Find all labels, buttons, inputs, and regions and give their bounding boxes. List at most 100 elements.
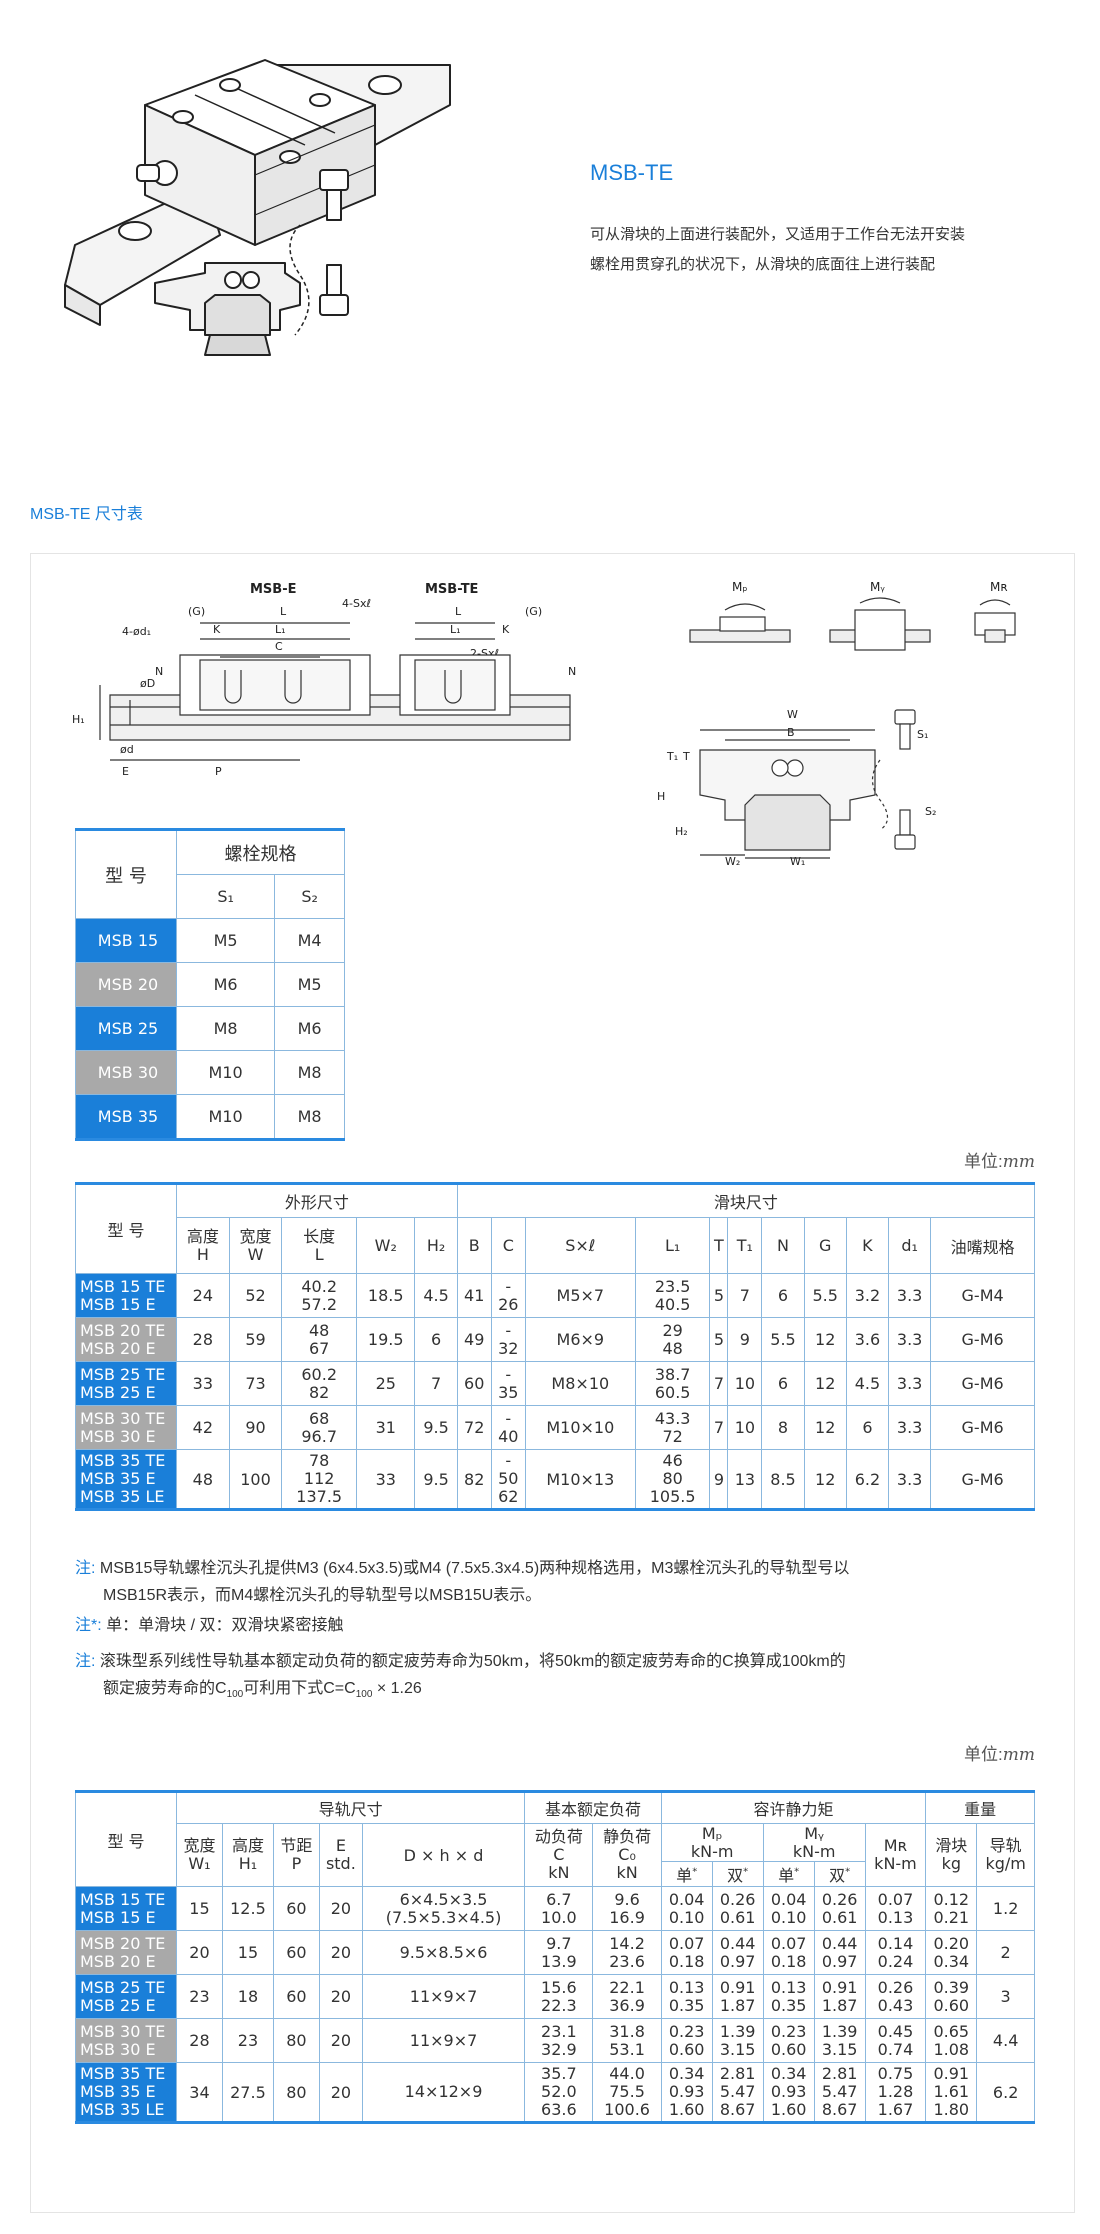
bolt-spec-header: 螺栓规格 [176, 828, 345, 875]
bolt-model: MSB 25 [75, 1006, 177, 1051]
dim-h: 33 [176, 1361, 230, 1406]
col-n: N [761, 1217, 805, 1274]
col-mp-double: 双* [711, 1861, 764, 1887]
dim-k: 4.5 [845, 1361, 890, 1406]
label-msb-te: MSB-TE [425, 582, 478, 597]
bolt-s1: M8 [175, 1006, 276, 1051]
unit-label-1: 单位:mm [964, 1147, 1035, 1172]
dim-t: 9 [709, 1449, 729, 1511]
dim-model-header: 型 号 [75, 1182, 177, 1274]
dim-b: 72 [456, 1405, 492, 1450]
label-4d1: 4-ød₁ [122, 625, 151, 638]
bolt-s2: M8 [274, 1050, 345, 1095]
rail-h1: 23 [221, 2018, 274, 2063]
dim-d1: 3.3 [888, 1449, 932, 1511]
dim-c: -35 [490, 1361, 526, 1406]
dim-g: 12 [803, 1361, 847, 1406]
rail-weight: 6.2 [976, 2062, 1035, 2124]
product-desc-line2: 螺栓用贯穿孔的状况下，从滑块的底面往上进行装配 [590, 256, 936, 273]
rail-dhd: 11×9×7 [361, 1974, 526, 2019]
bolt-s2: M8 [274, 1094, 345, 1141]
rail-h1: 12.5 [221, 1886, 274, 1931]
dim-t: 7 [709, 1361, 729, 1406]
label-s1: S₁ [917, 728, 928, 741]
note-1-line1: MSB15导轨螺栓沉头孔提供M3 (6x4.5x3.5)或M4 (7.5x5.3… [99, 1560, 850, 1577]
dim-b: 60 [456, 1361, 492, 1406]
dim-c: -40 [490, 1405, 526, 1450]
label-b: B [787, 726, 795, 739]
unit-prefix: 单位: [964, 1745, 1003, 1764]
dim-b: 82 [456, 1449, 492, 1511]
rail-weight: 4.4 [976, 2018, 1035, 2063]
note-2-text: 单：单滑块 / 双：双滑块紧密接触 [106, 1617, 344, 1634]
rail-e: 20 [318, 2018, 363, 2063]
dim-h: 28 [176, 1317, 230, 1362]
rail-w1: 15 [176, 1886, 223, 1931]
label-l1-right: L₁ [450, 623, 461, 636]
col-w2: W₂ [356, 1217, 416, 1274]
bolt-s2: M5 [274, 962, 345, 1007]
dim-g: 12 [803, 1449, 847, 1511]
spec-panel [30, 553, 1075, 2213]
dimension-drawing-front: W B T₁ T H H₂ W₂ W₁ S₁ S₂ [657, 708, 936, 868]
label-t1: T₁ [666, 750, 678, 763]
dim-oil: G-M6 [930, 1361, 1035, 1406]
bolt-model: MSB 30 [75, 1050, 177, 1095]
weight-header: 重量 [925, 1790, 1035, 1824]
dim-g: 12 [803, 1317, 847, 1362]
dim-h: 42 [176, 1405, 230, 1450]
dim-d1: 3.3 [888, 1273, 932, 1318]
dim-oil: G-M6 [930, 1449, 1035, 1511]
label-oD: øD [140, 677, 155, 690]
unit-label-2: 单位:mm [964, 1740, 1035, 1765]
dim-outer-header: 外形尺寸 [176, 1182, 458, 1218]
bolt-s1: M6 [175, 962, 276, 1007]
label-w: W [787, 708, 798, 721]
label-mp: Mₚ [732, 580, 748, 594]
dim-k: 6 [845, 1405, 890, 1450]
dim-d1: 3.3 [888, 1317, 932, 1362]
dim-w: 100 [228, 1449, 283, 1511]
table-row: MSB 25 M8 M6 [75, 1006, 345, 1051]
dim-sxl: M5×7 [524, 1273, 636, 1318]
label-e: E [122, 765, 129, 778]
label-4sxl: 4-Sxℓ [342, 597, 371, 610]
col-my-single: 单* [762, 1861, 815, 1887]
dim-b: 41 [456, 1273, 492, 1318]
rail-p: 60 [272, 1886, 320, 1931]
label-my: Mᵧ [870, 580, 885, 594]
dim-w: 52 [228, 1273, 283, 1318]
dim-sxl: M6×9 [524, 1317, 636, 1362]
dim-c: -32 [490, 1317, 526, 1362]
